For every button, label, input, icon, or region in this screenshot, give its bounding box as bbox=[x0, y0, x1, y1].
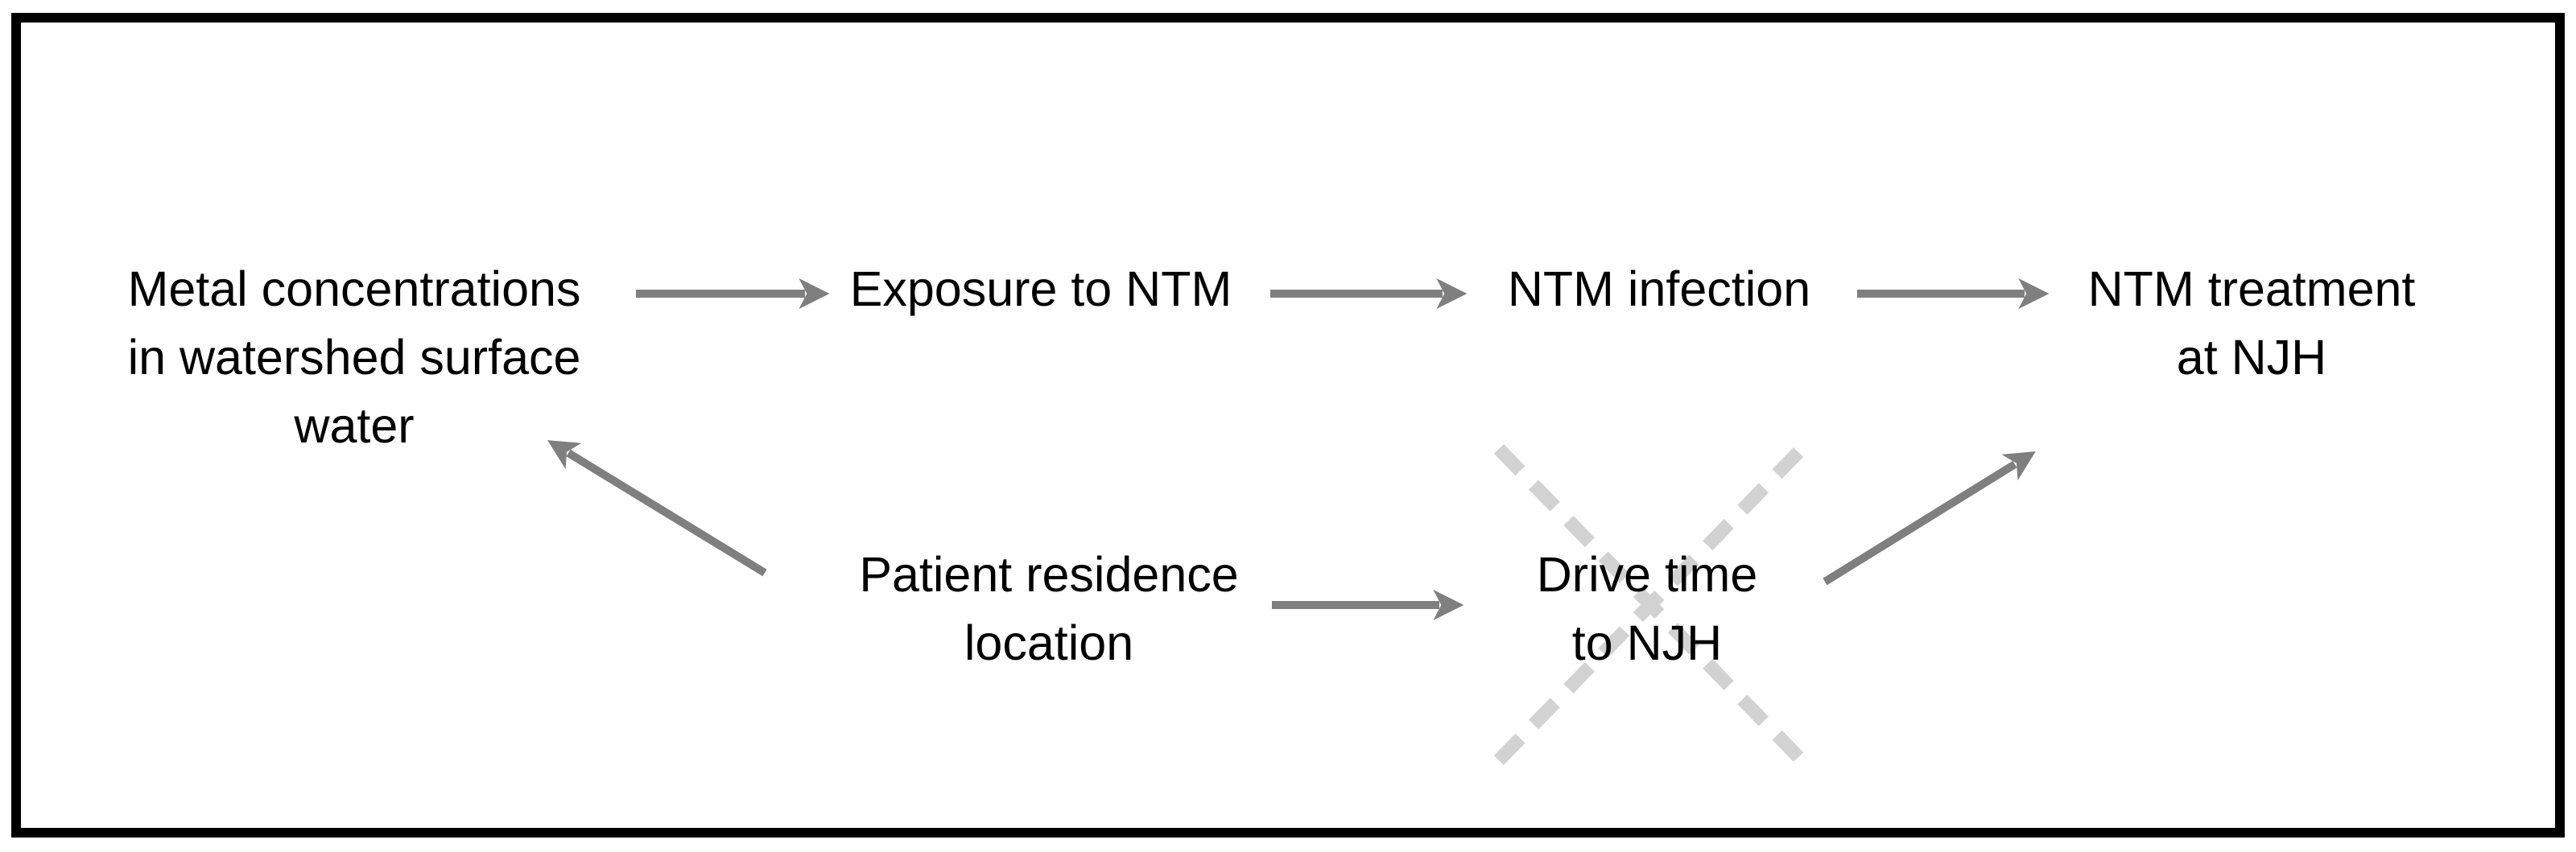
node-ntm-infection: NTM infection bbox=[1508, 255, 1810, 323]
node-exposure-label: Exposure to NTM bbox=[849, 261, 1232, 316]
node-metal-line-2: in watershed surface bbox=[127, 330, 581, 385]
node-metal-concentrations: Metal concentrations in watershed surfac… bbox=[128, 255, 581, 460]
node-treatment-line-1: NTM treatment bbox=[2087, 261, 2416, 316]
node-drive-time: Drive time to NJH bbox=[1537, 541, 1758, 677]
arrow-residence-to-metal bbox=[547, 440, 767, 577]
node-exposure-to-ntm: Exposure to NTM bbox=[850, 255, 1232, 323]
cross-out-line-up bbox=[1493, 444, 1807, 765]
node-drivetime-line-2: to NJH bbox=[1571, 615, 1723, 670]
arrow-drivetime-to-treatment bbox=[1823, 451, 2036, 586]
node-metal-line-3: water bbox=[294, 398, 415, 453]
node-ntm-treatment: NTM treatment at NJH bbox=[2088, 255, 2416, 392]
node-patient-residence: Patient residence location bbox=[859, 541, 1238, 677]
node-residence-line-1: Patient residence bbox=[859, 547, 1239, 602]
figure-border bbox=[11, 13, 2565, 838]
node-metal-line-1: Metal concentrations bbox=[127, 261, 581, 316]
node-drivetime-line-1: Drive time bbox=[1536, 547, 1758, 602]
node-residence-line-2: location bbox=[964, 615, 1134, 670]
node-treatment-line-2: at NJH bbox=[2176, 330, 2327, 385]
node-infection-label: NTM infection bbox=[1507, 261, 1811, 316]
